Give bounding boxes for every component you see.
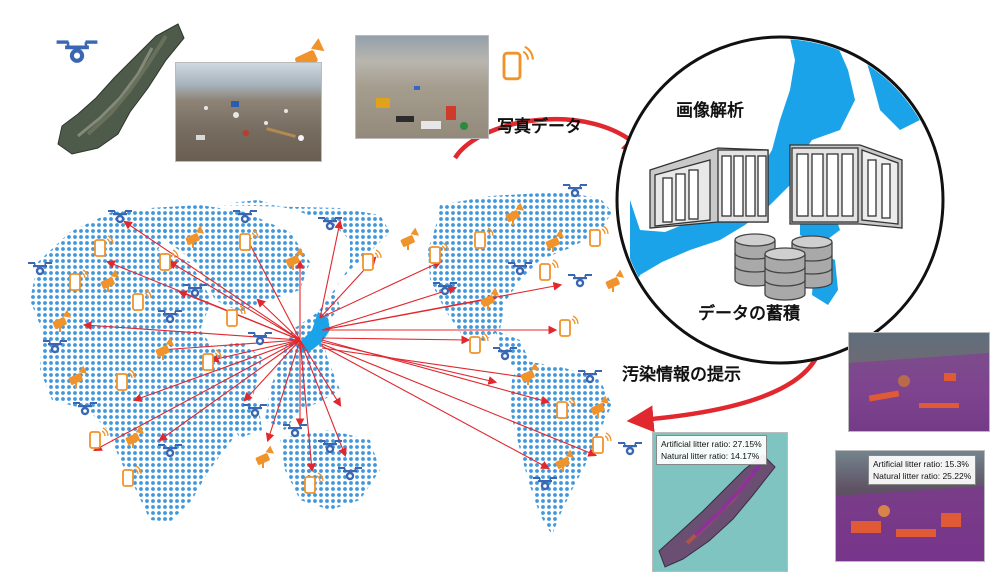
data-storage-label: データの蓄積 bbox=[698, 304, 800, 324]
drone-beach-model bbox=[57, 23, 185, 155]
lower-ratio-box: Artificial litter ratio: 15.3% Natural l… bbox=[868, 455, 977, 485]
lower-artificial-ratio: Artificial litter ratio: 15.3% bbox=[873, 459, 969, 469]
image-analysis-label: 画像解析 bbox=[676, 101, 744, 121]
server-icon bbox=[649, 144, 903, 229]
upper-artificial-ratio: Artificial litter ratio: 27.15% bbox=[661, 439, 762, 449]
world-map bbox=[30, 192, 612, 535]
header-phone-icon bbox=[502, 45, 535, 81]
japan-hub bbox=[296, 312, 330, 352]
beach-photo-1 bbox=[175, 62, 322, 162]
database-icon bbox=[734, 233, 833, 301]
upper-natural-ratio: Natural litter ratio: 14.17% bbox=[661, 451, 760, 461]
segmentation-photo-1 bbox=[848, 332, 990, 432]
photo-data-label: 写真データ bbox=[497, 117, 582, 137]
lower-natural-ratio: Natural litter ratio: 25.22% bbox=[873, 471, 972, 481]
upload-arrow bbox=[453, 116, 650, 160]
analysis-center bbox=[615, 35, 945, 365]
upper-ratio-box: Artificial litter ratio: 27.15% Natural … bbox=[656, 435, 767, 465]
data-flow-arrows bbox=[82, 219, 598, 473]
pollution-info-label: 汚染情報の提示 bbox=[622, 365, 741, 385]
beach-photo-2 bbox=[355, 35, 489, 139]
